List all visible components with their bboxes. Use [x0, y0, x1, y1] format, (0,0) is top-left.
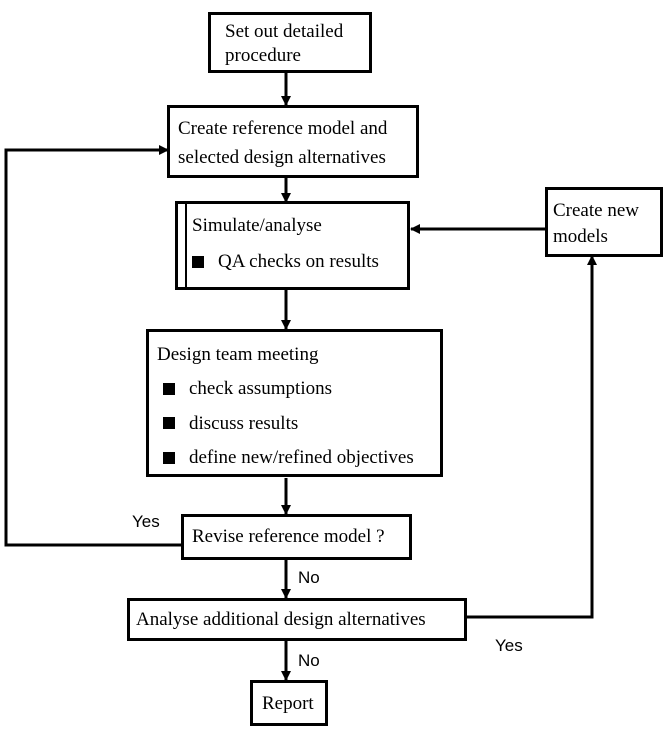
new-models-line-1: Create new: [553, 200, 639, 221]
report-box: Report: [250, 680, 328, 726]
reference-model-line-1: Create reference model and: [178, 118, 388, 139]
procedure-line-1: Set out detailed: [225, 21, 344, 42]
reference-model-line-2: selected design alternatives: [178, 146, 386, 168]
meeting-bullet-3-text: define new/refined objectives: [189, 447, 414, 469]
revise-yes-label: Yes: [132, 512, 160, 531]
revise-decision-box: Revise reference model ?: [181, 514, 412, 560]
additional-no-label: No: [298, 651, 320, 670]
simulate-title: Simulate/analyse: [192, 215, 322, 236]
meeting-bullet-2: discuss results: [163, 412, 440, 436]
bullet-square-icon: [163, 382, 175, 395]
new-models-line-2: models: [553, 225, 608, 247]
meeting-box: Design team meeting check assumptions di…: [146, 329, 443, 477]
arrow-revise-yes-loop: [4, 145, 184, 547]
additional-alternatives-box: Analyse additional design alternatives: [127, 598, 467, 641]
meeting-bullet-2-text: discuss results: [189, 412, 299, 434]
reference-model-box: Create reference model and selected desi…: [167, 105, 419, 178]
meeting-title: Design team meeting: [157, 344, 319, 365]
procedure-box: Set out detailed procedure: [208, 12, 372, 73]
additional-yes-label: Yes: [495, 636, 523, 655]
simulate-box: Simulate/analyse QA checks on results: [175, 201, 410, 290]
additional-label: Analyse additional design alternatives: [136, 609, 426, 630]
meeting-bullet-3: define new/refined objectives: [163, 446, 440, 470]
meeting-bullet-1-text: check assumptions: [189, 377, 333, 399]
bullet-square-icon: [163, 452, 175, 465]
create-new-models-box: Create new models: [545, 187, 663, 257]
arrow-additional-yes-to-new-models: [466, 255, 597, 619]
revise-label: Revise reference model ?: [192, 526, 385, 547]
simulate-bullet-1: QA checks on results: [192, 250, 407, 274]
report-label: Report: [262, 693, 314, 714]
simulate-inner-rule: [185, 204, 187, 287]
simulate-bullet-text: QA checks on results: [218, 250, 379, 272]
procedure-line-2: procedure: [225, 44, 301, 66]
revise-no-label: No: [298, 568, 320, 587]
meeting-bullet-1: check assumptions: [163, 377, 440, 401]
bullet-square-icon: [192, 255, 204, 268]
bullet-square-icon: [163, 417, 175, 430]
